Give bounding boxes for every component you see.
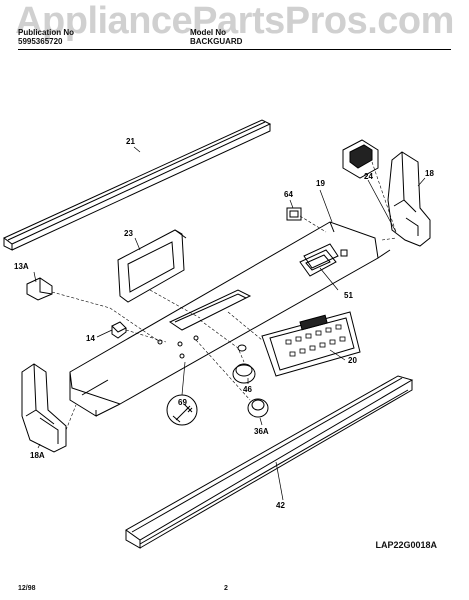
callout-64: 64 <box>284 190 293 199</box>
part-24-switch <box>342 139 379 179</box>
callout-leader-lines <box>33 146 426 501</box>
assembly-dashed-lines <box>51 161 397 431</box>
watermark: AppliancePartsPros.com <box>15 0 454 42</box>
callout-42: 42 <box>276 501 285 510</box>
callout-36a: 36A <box>254 427 269 436</box>
callout-23: 23 <box>124 229 133 238</box>
diagram-code: LAP22G0018A <box>375 540 437 550</box>
callout-51: 51 <box>344 291 353 300</box>
publication-header: Publication No 5995365720 <box>18 28 74 46</box>
section-header: Model No BACKGUARD <box>190 28 310 46</box>
part-21-top-trim <box>3 119 272 251</box>
part-19-backguard-panel <box>69 221 391 417</box>
part-51-overlay <box>299 249 337 277</box>
callout-14: 14 <box>86 334 95 343</box>
part-13a-connector <box>26 277 53 301</box>
callout-13a: 13A <box>14 262 29 271</box>
model-label: Model No <box>190 28 226 37</box>
part-42-bottom-trim <box>125 375 414 549</box>
callout-19: 19 <box>316 179 325 188</box>
header-rule <box>18 49 451 50</box>
callout-20: 20 <box>348 356 357 365</box>
section-title: BACKGUARD <box>190 37 243 46</box>
part-18a-left-end-cap <box>21 363 67 453</box>
callout-21: 21 <box>126 137 135 146</box>
part-23-heat-shield <box>117 229 187 303</box>
footer-date: 12/98 <box>18 585 36 592</box>
callout-18a: 18A <box>30 451 45 460</box>
part-18-right-end-cap <box>387 151 431 247</box>
publication-label: Publication No <box>18 28 74 37</box>
callout-46: 46 <box>243 385 252 394</box>
part-46-knob <box>232 344 256 384</box>
footer-page-number: 2 <box>224 585 228 592</box>
part-64-clip <box>286 207 302 221</box>
callout-24: 24 <box>364 172 373 181</box>
part-36a-knob-insert <box>247 398 269 418</box>
part-20-control-board <box>261 311 361 377</box>
part-14-grommet <box>111 321 127 339</box>
callout-18: 18 <box>425 169 434 178</box>
publication-number: 5995365720 <box>18 37 63 46</box>
callout-69: 69 <box>178 398 187 407</box>
